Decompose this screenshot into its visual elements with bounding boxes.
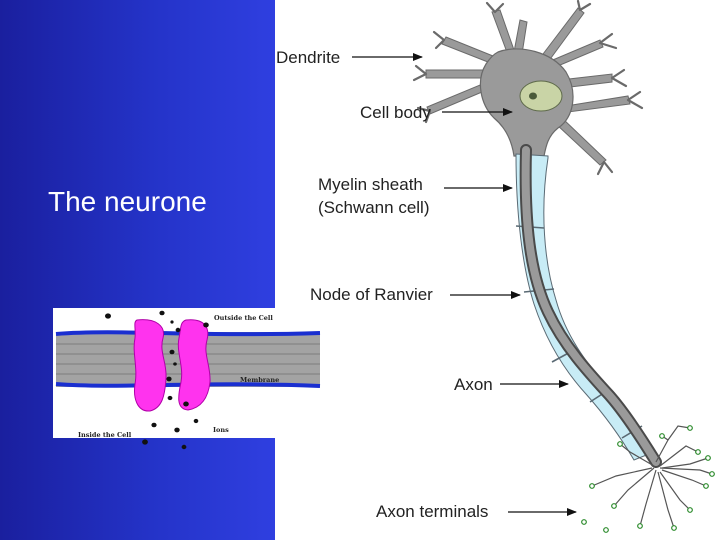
inner-membrane-edge xyxy=(55,382,321,388)
title-panel: The neurone xyxy=(0,0,275,540)
axon-terminal-branches xyxy=(591,425,713,529)
channel-protein-right xyxy=(177,319,211,411)
ions-label: Ions xyxy=(213,426,229,434)
inside-cell-label: Inside the Cell xyxy=(78,431,132,439)
myelin-label-line1: Myelin sheath xyxy=(318,175,423,194)
dendrites xyxy=(425,7,631,166)
outer-membrane-edge xyxy=(55,330,321,337)
channel-protein-left xyxy=(133,319,167,412)
axon-terminals-label: Axon terminals xyxy=(376,502,488,521)
dendrite-branches xyxy=(412,0,644,176)
slide-title: The neurone xyxy=(48,186,207,217)
cell-body-label: Cell body xyxy=(360,103,431,122)
axon-label: Axon xyxy=(454,375,493,394)
ion-channel-figure: Outside the Cell Membrane Inside the Cel… xyxy=(53,308,323,450)
ions xyxy=(105,310,209,450)
neuron xyxy=(412,0,715,533)
nucleus xyxy=(519,80,563,112)
axon xyxy=(521,146,660,466)
membrane-label: Membrane xyxy=(240,376,279,384)
myelin-label-line2: (Schwann cell) xyxy=(318,198,430,217)
node-of-ranvier-label: Node of Ranvier xyxy=(310,285,433,304)
nucleolus xyxy=(529,92,537,100)
synaptic-knobs xyxy=(581,425,715,533)
outside-cell-label: Outside the Cell xyxy=(214,314,273,322)
myelin-sheath xyxy=(515,153,655,461)
dendrite-label: Dendrite xyxy=(276,48,340,67)
